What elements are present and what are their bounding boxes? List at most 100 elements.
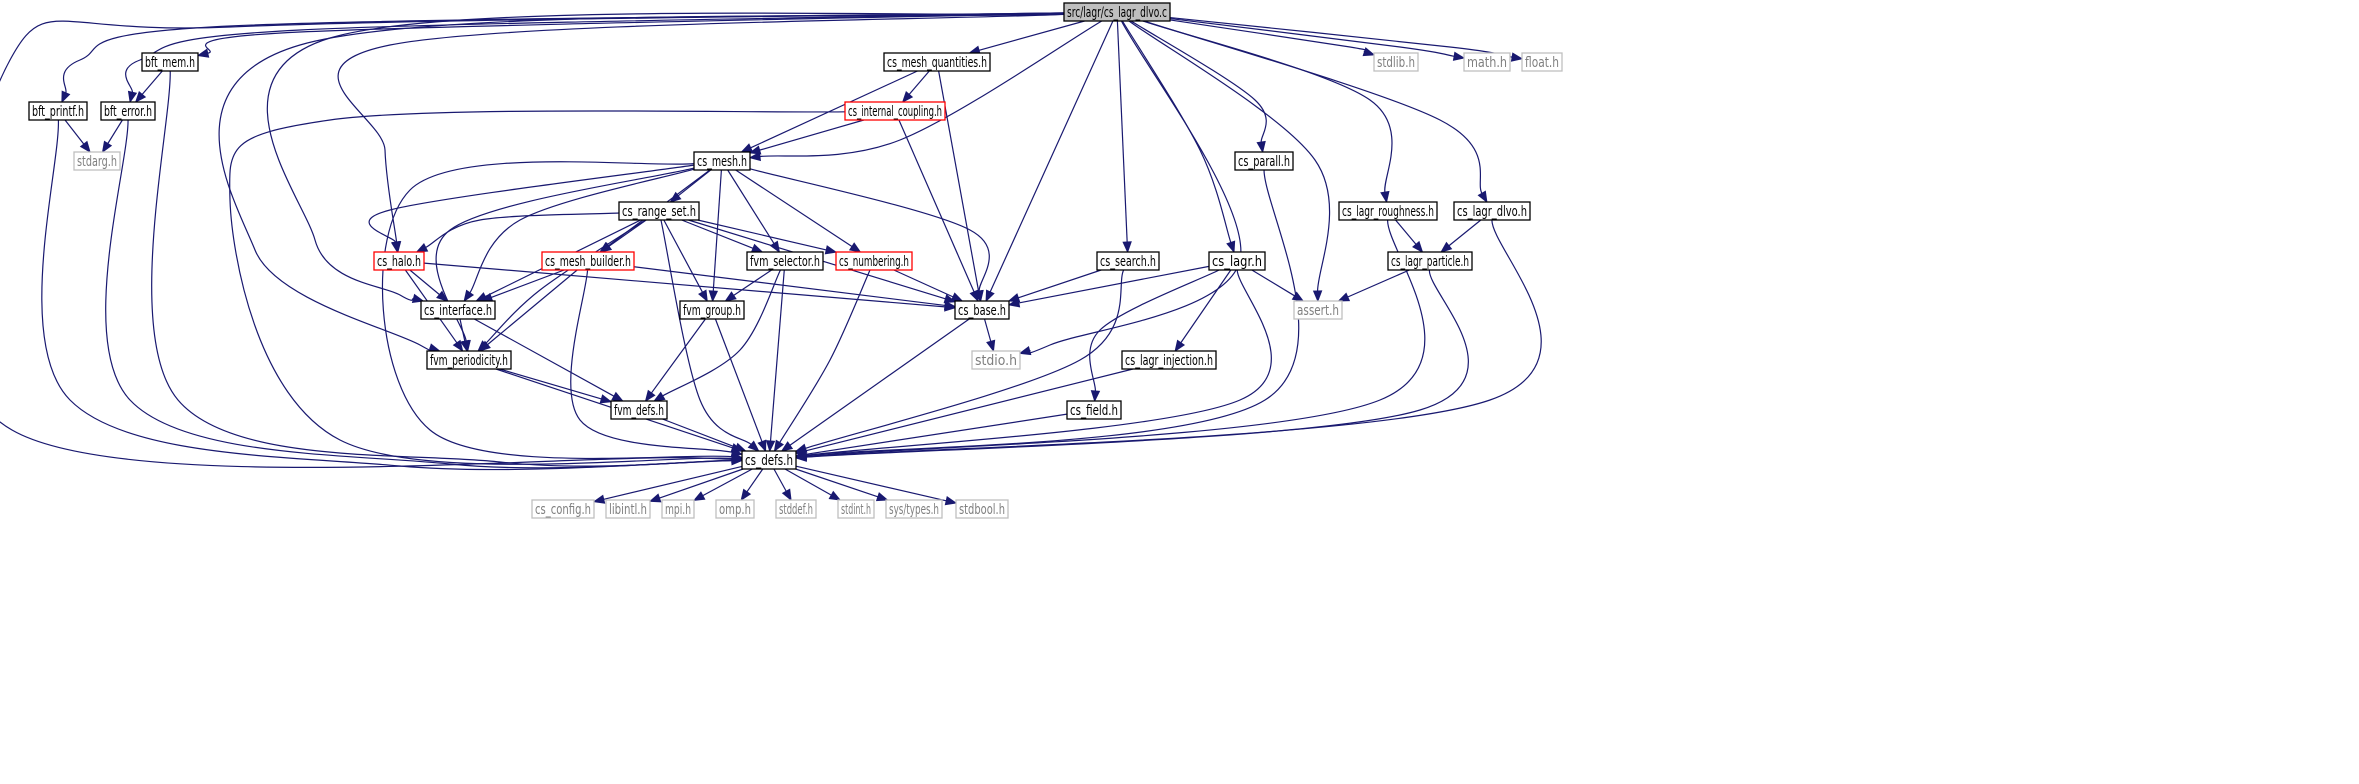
arrowhead-icon bbox=[436, 290, 449, 302]
node-cs-field[interactable]: cs_field.h bbox=[1066, 400, 1122, 420]
node-cs-mesh[interactable]: cs_mesh.h bbox=[693, 151, 751, 171]
arrowhead-icon bbox=[740, 488, 752, 502]
edge-line bbox=[749, 168, 990, 292]
edge-cs_mesh-to-cs_interface bbox=[463, 168, 695, 303]
edge-line bbox=[1169, 16, 1513, 58]
edge-bft_printf-to-stdarg bbox=[64, 119, 91, 154]
edge-bft_mem-to-bft_error bbox=[134, 70, 163, 104]
node-box bbox=[541, 251, 635, 271]
node-math: math.h bbox=[1463, 52, 1511, 72]
node-label: assert.h bbox=[1297, 303, 1339, 319]
node-cs-mesh-quantities[interactable]: cs_mesh_quantities.h bbox=[883, 52, 991, 72]
node-cs-internal-coupling[interactable]: cs_internal_coupling.h bbox=[844, 101, 946, 121]
arrowhead-icon bbox=[974, 289, 984, 303]
node-cs-defs[interactable]: cs_defs.h bbox=[741, 450, 797, 470]
edge-line bbox=[473, 318, 615, 397]
node-fvm-defs[interactable]: fvm_defs.h bbox=[610, 400, 668, 420]
edge-line bbox=[759, 119, 865, 151]
arrowhead-icon bbox=[1362, 47, 1376, 57]
arrowhead-icon bbox=[781, 488, 792, 502]
edge-line bbox=[1018, 265, 1210, 304]
arrowhead-icon bbox=[1090, 390, 1101, 403]
edge-cs_internal_coupling-to-cs_mesh bbox=[748, 119, 865, 155]
edge-fvm_periodicity-to-fvm_defs bbox=[499, 368, 613, 404]
node-label: cs_field.h bbox=[1070, 403, 1118, 419]
arrowhead-icon bbox=[196, 48, 210, 58]
arrowhead-icon bbox=[592, 494, 606, 504]
node-cs-search[interactable]: cs_search.h bbox=[1096, 251, 1160, 271]
edge-line bbox=[1027, 20, 1242, 354]
node-bft-printf[interactable]: bft_printf.h bbox=[28, 101, 88, 121]
node-cs-mesh-builder[interactable]: cs_mesh_builder.h bbox=[541, 251, 635, 271]
node-systypes: sys/types.h bbox=[885, 499, 943, 519]
node-cs-lagr-dlvo[interactable]: cs_lagr_dlvo.h bbox=[1453, 201, 1531, 221]
edge-layer bbox=[0, 12, 1542, 506]
node-fvm-group[interactable]: fvm_group.h bbox=[679, 300, 745, 320]
node-label: libintl.h bbox=[609, 502, 647, 518]
edge-line bbox=[662, 418, 737, 448]
node-stdarg: stdarg.h bbox=[73, 151, 121, 171]
node-box bbox=[679, 300, 745, 320]
node-box bbox=[1338, 201, 1438, 221]
edge-line bbox=[789, 318, 970, 446]
node-root[interactable]: src/lagr/cs_lagr_dlvo.c bbox=[1063, 2, 1171, 22]
edge-cs_lagr_particle-to-cs_defs bbox=[794, 269, 1469, 462]
edge-line bbox=[484, 219, 646, 345]
edge-line bbox=[805, 269, 1125, 449]
edge-fvm_group-to-cs_defs bbox=[714, 318, 767, 453]
edge-line bbox=[712, 169, 722, 292]
node-fvm-periodicity[interactable]: fvm_periodicity.h bbox=[426, 350, 512, 370]
edge-line bbox=[714, 318, 763, 442]
node-fvm-selector[interactable]: fvm_selector.h bbox=[746, 251, 824, 271]
node-cs-lagr-particle[interactable]: cs_lagr_particle.h bbox=[1387, 251, 1473, 271]
node-cs-lagr-injection[interactable]: cs_lagr_injection.h bbox=[1121, 350, 1217, 370]
node-libintl: libintl.h bbox=[605, 499, 651, 519]
edge-cs_numbering-to-cs_base bbox=[893, 269, 964, 302]
edge-cs_range_set-to-cs_halo bbox=[415, 212, 620, 253]
node-label: cs_lagr_roughness.h bbox=[1342, 204, 1434, 220]
node-cs-parall[interactable]: cs_parall.h bbox=[1234, 151, 1294, 171]
node-label: stddef.h bbox=[779, 502, 813, 518]
edge-line bbox=[64, 119, 85, 145]
node-cs-lagr-roughness[interactable]: cs_lagr_roughness.h bbox=[1338, 201, 1438, 221]
edge-line bbox=[1169, 19, 1370, 53]
arrowhead-icon bbox=[1510, 52, 1524, 62]
node-cs-numbering[interactable]: cs_numbering.h bbox=[835, 251, 913, 271]
edge-line bbox=[893, 269, 954, 298]
node-bft-error[interactable]: bft_error.h bbox=[100, 101, 156, 121]
edge-line bbox=[337, 13, 1065, 243]
node-cs-range-set[interactable]: cs_range_set.h bbox=[618, 201, 700, 221]
arrowhead-icon bbox=[757, 439, 767, 453]
node-label: stdlib.h bbox=[1377, 55, 1415, 71]
node-box bbox=[971, 350, 1021, 370]
edge-cs_defs-to-libintl bbox=[648, 468, 744, 503]
edge-line bbox=[805, 219, 1426, 457]
node-cs-interface[interactable]: cs_interface.h bbox=[420, 300, 496, 320]
edge-line bbox=[633, 266, 946, 307]
node-cs-base[interactable]: cs_base.h bbox=[954, 300, 1010, 320]
edge-line bbox=[0, 12, 1065, 468]
edge-cs_mesh_builder-to-cs_interface bbox=[480, 269, 565, 302]
edge-root-to-assert bbox=[1128, 20, 1331, 303]
arrowhead-icon bbox=[986, 339, 996, 353]
edge-cs_lagr-to-cs_lagr_injection bbox=[1174, 269, 1232, 353]
arrowhead-icon bbox=[390, 240, 401, 254]
edge-line bbox=[681, 219, 754, 249]
node-label: math.h bbox=[1467, 55, 1507, 71]
edge-line bbox=[218, 13, 1065, 354]
edge-line bbox=[1143, 20, 1483, 194]
node-cs-halo[interactable]: cs_halo.h bbox=[373, 251, 425, 271]
node-cs-config: cs_config.h bbox=[531, 499, 595, 519]
edge-line bbox=[1018, 269, 1102, 299]
edge-root-to-math bbox=[1169, 17, 1466, 61]
edge-cs_defs-to-stdint bbox=[784, 468, 842, 501]
node-bft-mem[interactable]: bft_mem.h bbox=[141, 52, 199, 72]
edge-cs_mesh-to-cs_base bbox=[749, 168, 990, 303]
arrowhead-icon bbox=[61, 90, 71, 104]
node-box bbox=[141, 52, 199, 72]
arrowhead-icon bbox=[644, 389, 656, 403]
node-label: src/lagr/cs_lagr_dlvo.c bbox=[1067, 5, 1167, 21]
node-cs-lagr[interactable]: cs_lagr.h bbox=[1208, 251, 1266, 271]
edge-line bbox=[266, 12, 1065, 301]
edge-line bbox=[425, 212, 620, 249]
